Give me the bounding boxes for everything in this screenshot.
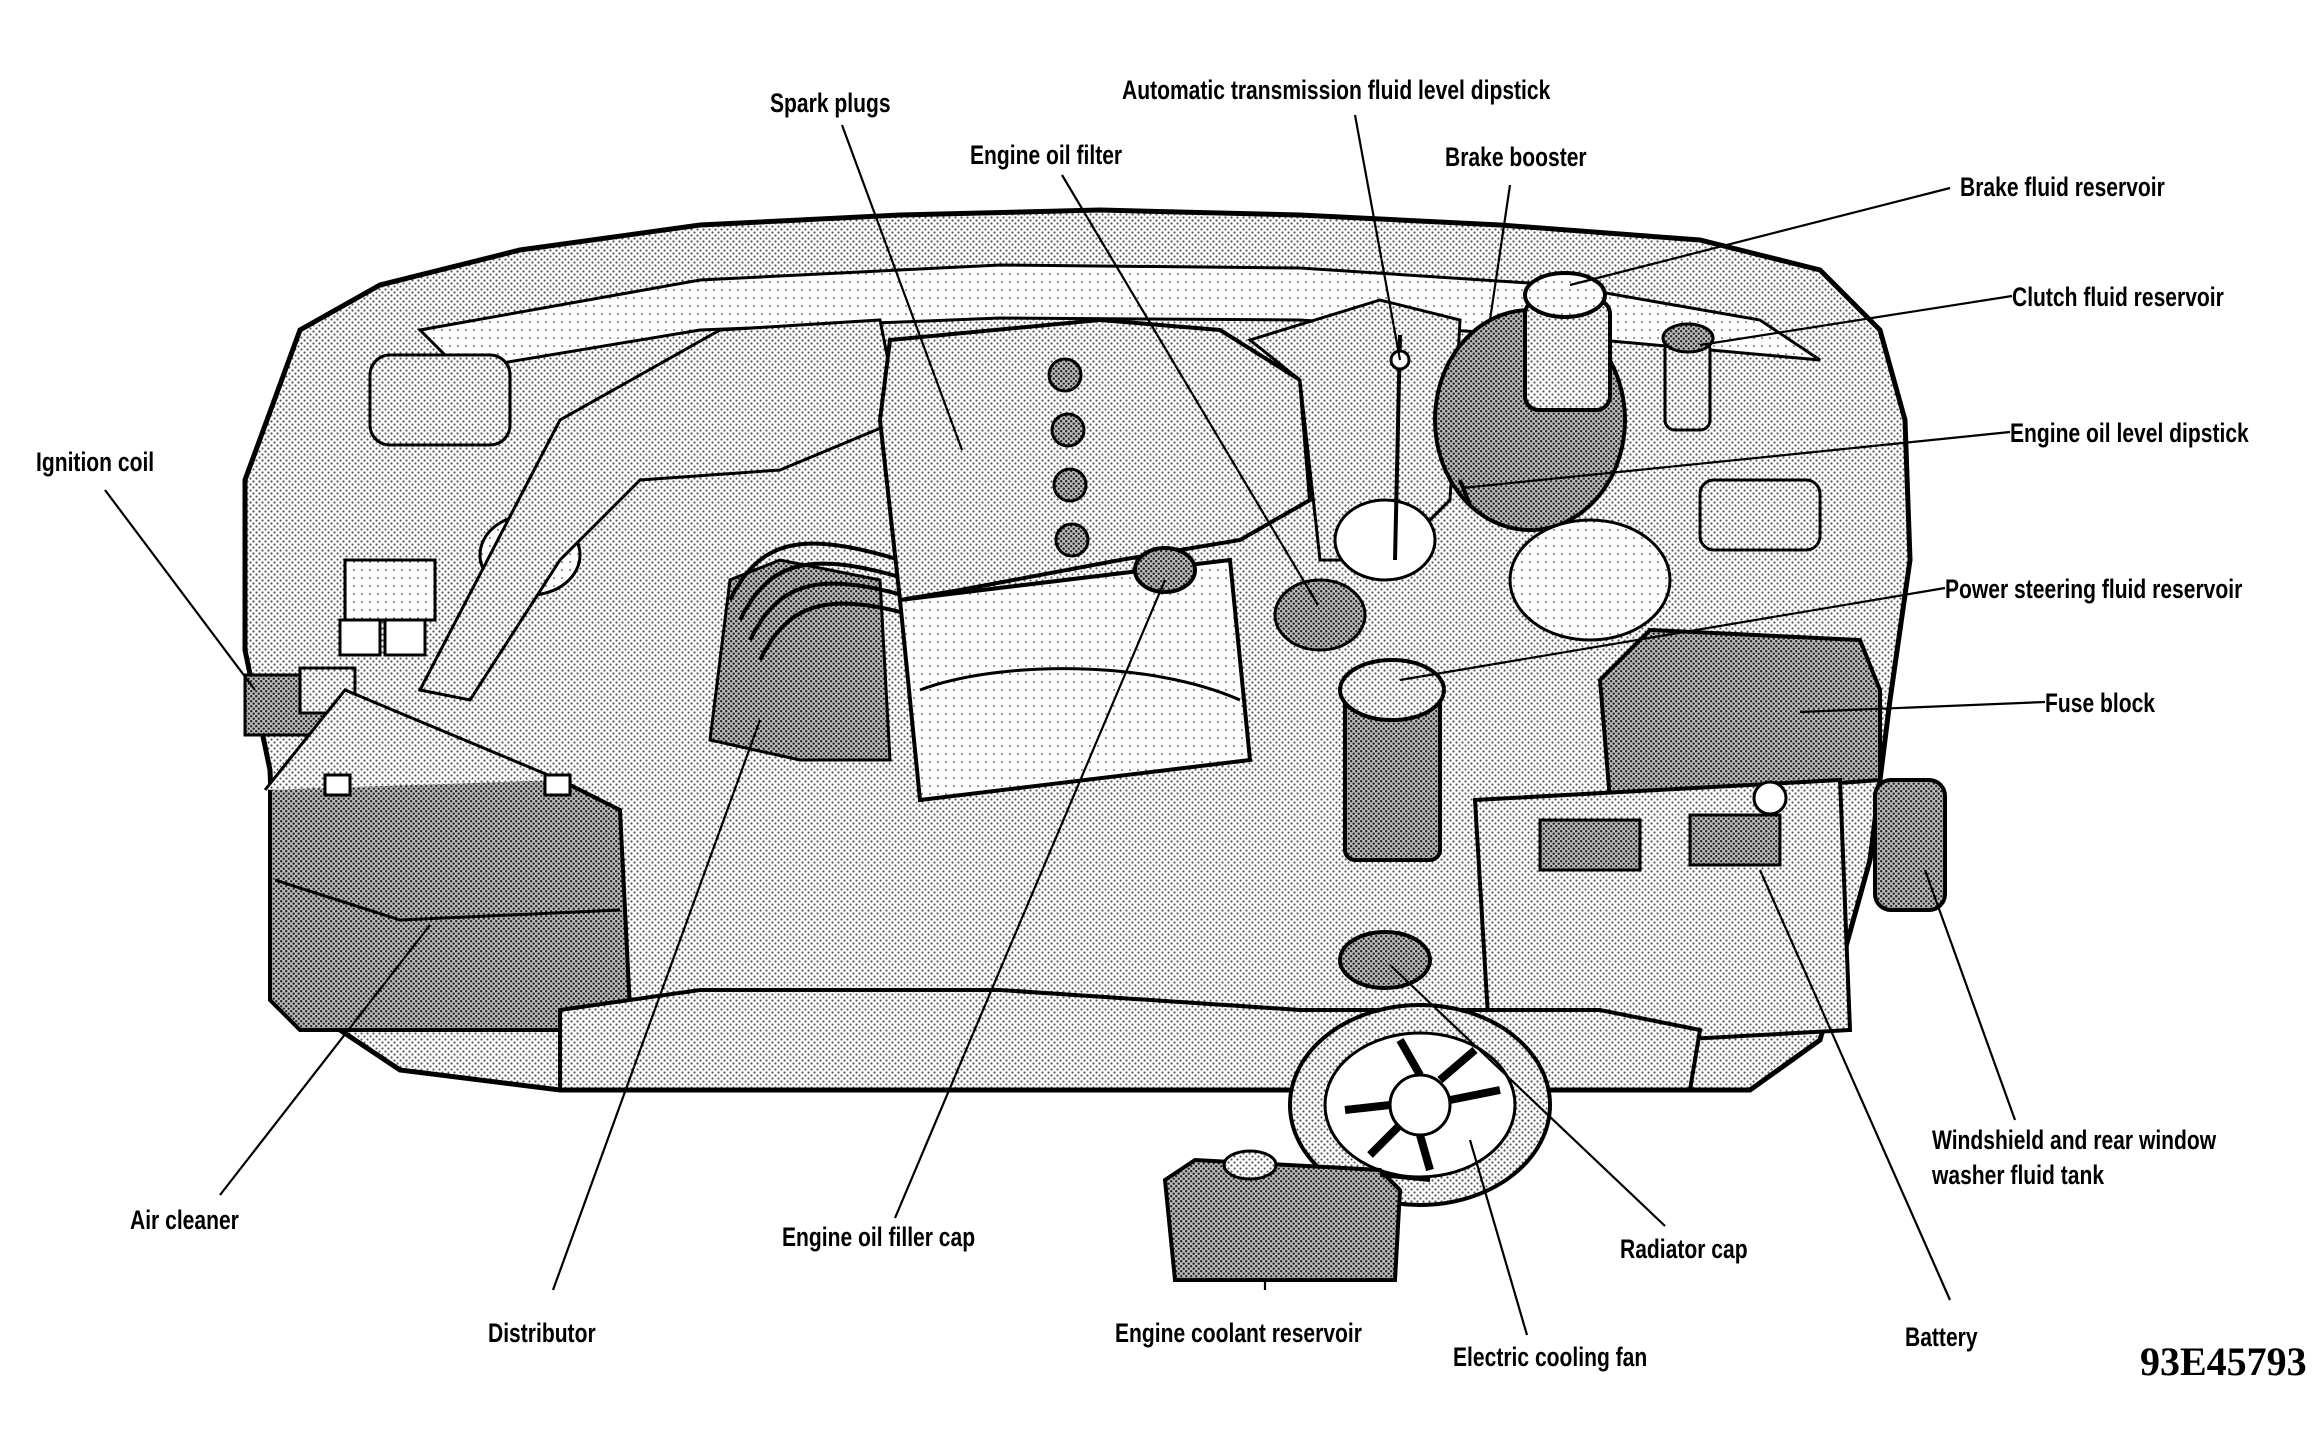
label-spark-plugs: Spark plugs: [770, 88, 891, 118]
power-steering-reservoir-part: [1338, 658, 1446, 862]
label-engine-oil-filter: Engine oil filter: [970, 140, 1123, 170]
label-engine-oil-filler-cap: Engine oil filler cap: [782, 1222, 976, 1252]
radiator-cap-part: [1338, 930, 1432, 990]
label-brake-booster: Brake booster: [1445, 142, 1587, 172]
washer-fluid-tank-part: [1873, 778, 1947, 912]
label-brake-fluid-reservoir: Brake fluid reservoir: [1960, 172, 2165, 202]
fuse-block-part: [1597, 627, 1882, 803]
battery-part: [1472, 777, 1853, 1053]
label-radiator-cap: Radiator cap: [1620, 1234, 1748, 1264]
engine-head-part: [877, 317, 1313, 603]
label-ignition-coil: Ignition coil: [36, 447, 155, 477]
brake-booster-part: [1433, 271, 1627, 532]
coolant-reservoir-part: [1162, 1149, 1431, 1282]
label-air-cleaner: Air cleaner: [130, 1205, 239, 1235]
label-clutch-fluid-reservoir: Clutch fluid reservoir: [2012, 282, 2224, 312]
spark-plugs-part: [1047, 357, 1090, 558]
label-engine-coolant-reservoir: Engine coolant reservoir: [1115, 1318, 1362, 1348]
label-washer-tank-line1: Windshield and rear window: [1932, 1125, 2217, 1155]
cooling-fan-part: [1288, 1003, 1552, 1207]
oil-filter-part: [1273, 578, 1367, 652]
label-power-steering-fluid-reservoir: Power steering fluid reservoir: [1945, 574, 2243, 604]
oil-filler-cap-part: [1133, 546, 1197, 594]
label-electric-cooling-fan: Electric cooling fan: [1453, 1342, 1648, 1372]
leader-lines: [104, 114, 2046, 1336]
label-washer-tank-line2: washer fluid tank: [1932, 1160, 2105, 1190]
label-atf-dipstick: Automatic transmission fluid level dipst…: [1122, 75, 1551, 105]
label-fuse-block: Fuse block: [2045, 688, 2156, 718]
clutch-fluid-reservoir-part: [1661, 322, 1715, 432]
label-engine-oil-level-dipstick: Engine oil level dipstick: [2010, 418, 2249, 448]
label-battery: Battery: [1905, 1322, 1978, 1352]
label-distributor: Distributor: [488, 1318, 596, 1348]
distributor-part: [708, 541, 931, 762]
figure-code: 93E45793: [2140, 1339, 2307, 1384]
